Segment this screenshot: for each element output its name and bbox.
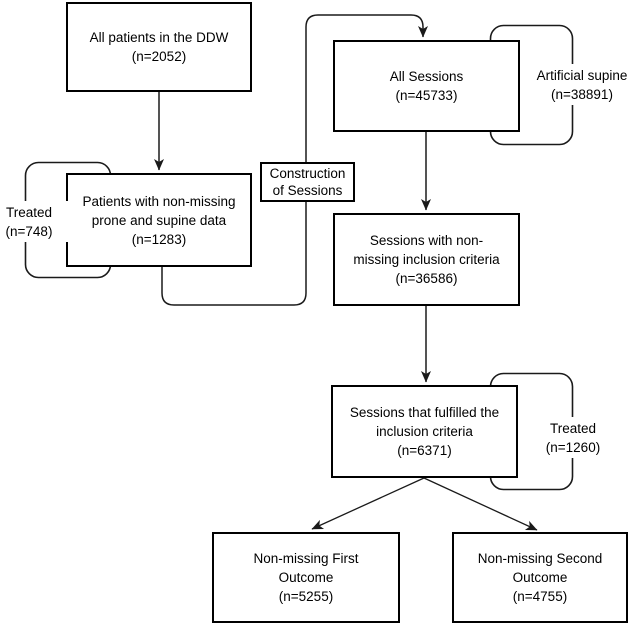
edge-patients-to-allsessions xyxy=(161,14,428,306)
node-sessions-fulfilled: Sessions that fulfilled the inclusion cr… xyxy=(331,385,518,478)
node-second-outcome: Non-missing Second Outcome (n=4755) xyxy=(452,532,628,623)
edge-fulfilled-to-second xyxy=(423,477,538,531)
node-all-patients: All patients in the DDW (n=2052) xyxy=(66,2,252,92)
annotation-treated-748: Treated (n=748) xyxy=(0,201,69,242)
node-patients-prone-supine: Patients with non-missing prone and supi… xyxy=(66,173,252,267)
annotation-artificial-supine: Artificial supine (n=38891) xyxy=(526,64,638,105)
node-all-sessions: All Sessions (n=45733) xyxy=(333,40,520,132)
node-sessions-non-missing: Sessions with non- missing inclusion cri… xyxy=(333,213,520,306)
edge-fulfilled-to-first xyxy=(311,477,425,530)
node-first-outcome: Non-missing First Outcome (n=5255) xyxy=(212,532,400,623)
annotation-treated-1260: Treated (n=1260) xyxy=(532,417,614,458)
node-construction-of-sessions: Construction of Sessions xyxy=(260,162,355,202)
